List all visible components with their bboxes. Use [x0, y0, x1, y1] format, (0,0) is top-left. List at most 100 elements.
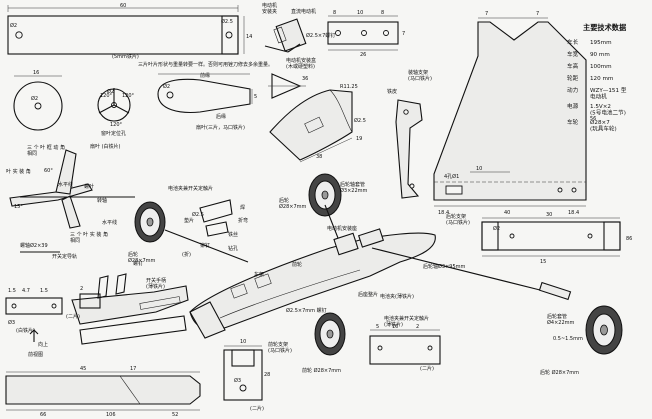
front-motor-box-label: 电动机安装盒(木或硬塑料): [286, 57, 316, 70]
horizontal-line-2: 水平线: [102, 219, 117, 226]
battery-clip-contact-label: 电池夹兼开关定触片(薄铁片): [384, 315, 429, 328]
dim-1-5: 1.5: [40, 288, 48, 294]
hub-d2: Ø2: [107, 88, 114, 95]
radius-label: R11.25: [340, 84, 358, 90]
fan-assembly-side: 三 个 叶 框 动 角相同 扇叶 (白铁片) 叶 实 装 角 水平线 螺叶 转轴…: [6, 143, 135, 253]
rear-bracket-label: 后轮支架(马口铁片): [446, 213, 470, 226]
dim-19: 19: [356, 136, 362, 142]
dc-motor-part: 电动机安装夹 直流电动机 Ø2.5×7螺钉: [262, 2, 335, 53]
solder-label: 焊: [240, 204, 245, 211]
vertical-support-part: 铁皮 装轴支架(马口铁片): [387, 69, 432, 199]
battery-clip-label: 电池夹(薄铁片): [380, 293, 414, 300]
motor-bracket-label: 电动机安装夹: [262, 2, 277, 15]
wheel-count-label-3: (二片): [420, 365, 434, 372]
dim-86: 86: [626, 236, 632, 242]
fan-blade-tin-label: 扇叶 (白铁片): [90, 143, 121, 150]
switch-handle-label: 开关手柄(薄铁片): [146, 277, 166, 290]
spec-key-1: 车宽: [567, 50, 579, 58]
three-blade-note: 三 个 叶 框 动 角相同: [27, 144, 65, 157]
screw-m25-label: Ø2.5×7螺钉: [306, 32, 335, 39]
dim-disc-hole: Ø2: [31, 95, 38, 102]
dim-56: 56: [590, 116, 596, 122]
axle-measure-label: 0.5~1.5mm: [553, 336, 583, 342]
blade-profile-part: 三片叶片形状与重量转要一样。否则可用锉刀修去多余重量。 前缘 后缘 扇叶(三片，…: [138, 61, 273, 131]
front-wheel-label: 前轮: [292, 261, 302, 268]
dim-60: 60: [120, 3, 126, 9]
dim-10-bracket: 10: [240, 339, 246, 345]
rear-frame-plate-label: 后座整片: [358, 291, 378, 298]
small-plate-bottom-mid: 5 10 2 (二片) 电池夹兼开关定触片(薄铁片) 电池夹(薄铁片): [369, 293, 441, 372]
motor-housing-part: 电动机安装盒(木或硬塑料) R11.25 Ø2.5 38 19: [269, 57, 366, 163]
plate-material-label: (5mm铁片): [112, 53, 139, 60]
bracket-d3: Ø3: [234, 377, 241, 384]
positioning-hole-label: 窗叶定位孔: [101, 130, 126, 137]
dim-106: 106: [106, 412, 116, 418]
dim-15-b: 1.5: [8, 288, 16, 294]
front-view-title: 前视图: [28, 351, 43, 358]
fan-hub-part: 120° 120° 120° 窗叶定位孔 Ø2: [97, 88, 135, 137]
dim-18-4-b: 18.4: [568, 210, 579, 216]
dim-30: 30: [546, 212, 552, 218]
shim-label: 垫片: [184, 217, 194, 224]
rivet-label: 铆钉: [200, 242, 210, 249]
dim-7-fin-a: 7: [485, 11, 488, 17]
blade-dim-2: Ø2: [163, 83, 170, 90]
clip-dim-d25: Ø2.5: [192, 211, 204, 218]
angle-60: 60°: [44, 168, 53, 174]
blade-angle-sketch: 36: [268, 73, 308, 99]
blade-material-label: 扇叶(三片，马口铁片): [196, 124, 245, 131]
front-edge-label: 前缘: [200, 72, 210, 79]
part-d3: Ø3: [8, 319, 15, 326]
spec-table: 主要技术数据 车长 195mm 车宽 90 mm 车高 100mm 轮距 120…: [567, 23, 627, 132]
dim-2-b: 2: [80, 286, 83, 292]
dim-8-a: 8: [333, 10, 336, 16]
spec-key-4: 动力: [567, 86, 579, 94]
dim-10-b: 10: [392, 324, 398, 330]
battery-switch-label: 电池夹兼开关定触片: [168, 185, 213, 192]
dc-motor-label: 直流电动机: [291, 8, 316, 15]
dim-5-b: 5: [376, 324, 379, 330]
dim-10-fin: 10: [476, 166, 482, 172]
dim-4-7: 4.7: [22, 288, 30, 294]
spec-key-3: 轮距: [567, 74, 579, 82]
three-axle-label: 三 个 叶 实 装 角相同: [70, 231, 108, 244]
angle-120-c: 120°: [110, 122, 123, 128]
pin-label: Ø2.5×7mm 螺钉: [286, 307, 327, 314]
dim-d2-plate: Ø2: [10, 22, 17, 29]
spec-value-5: 1.5V×2(5号电池二节): [590, 104, 626, 116]
drill-hole-label: 钻孔: [228, 245, 238, 252]
long-plate-part: 60 Ø2 Ø2.5 (5mm铁片) 14: [7, 3, 252, 60]
arrow-up-label: 向上: [38, 341, 48, 348]
switch-assembly: 开关定导轨 开关手柄(薄铁片) 螺钉: [52, 253, 189, 345]
horizontal-line-label: 水平线: [58, 181, 73, 188]
dim-17: 17: [130, 366, 136, 372]
rear-edge-label: 后缘: [216, 113, 226, 120]
bottom-long-plate: 45 17 66 106 52: [5, 366, 201, 418]
blade-angle-label: 叶 实 装 角: [6, 168, 31, 175]
tinplate-label: (白铁片): [16, 327, 35, 334]
fin-4-holes: 4孔Ø1: [444, 173, 459, 180]
dim-5-blade: 5: [254, 94, 257, 100]
dim-28: 28: [264, 372, 270, 378]
spec-value-0: 195mm: [590, 40, 612, 46]
front-bracket-bottom: 10 28 (二片) Ø3: [223, 339, 270, 412]
dim-52: 52: [172, 412, 178, 418]
prop-blade-label: 螺叶: [84, 183, 94, 190]
dim-d25-plate: Ø2.5: [221, 18, 233, 25]
axle-tube-label: 后轮轴Ø3×95mm: [423, 263, 466, 270]
wire-label: 铁丝: [228, 231, 238, 238]
plate-top-label: 铁皮: [387, 88, 397, 95]
dim-10-a: 10: [357, 10, 363, 16]
spec-key-6: 车轮: [567, 118, 579, 126]
spec-value-4: WZY—151 型电动机: [590, 86, 627, 100]
dim-45: 45: [80, 366, 86, 372]
dim-14: 14: [246, 34, 252, 40]
dim-26: 26: [360, 52, 366, 58]
spec-key-5: 电源: [567, 102, 579, 110]
dim-36: 36: [302, 76, 308, 82]
battery-box-label: 电动机安装座: [327, 225, 357, 232]
tail-fin-part: 7 7 4孔Ø1 56 18.4 40 18.4 10: [433, 11, 596, 216]
dim-38: 38: [316, 154, 322, 160]
